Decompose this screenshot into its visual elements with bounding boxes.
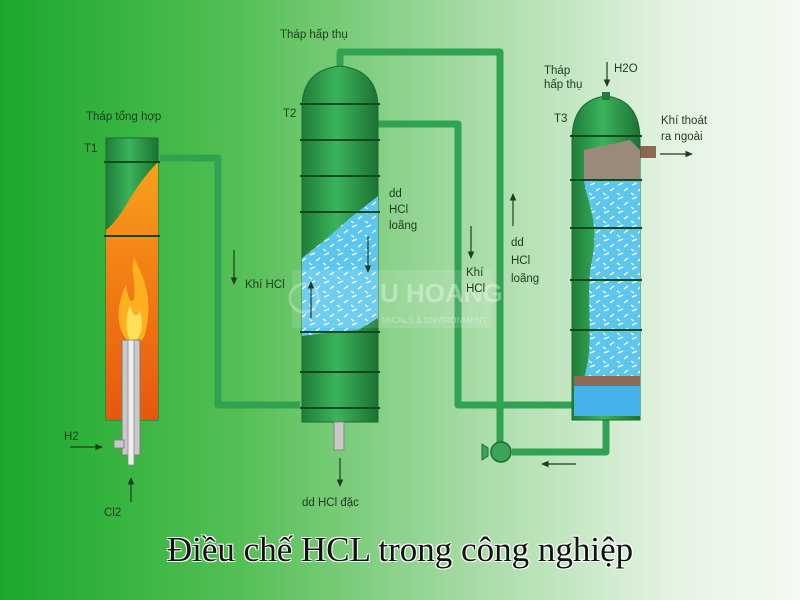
t2-liquid <box>302 196 378 336</box>
hcl-gas-left-label: Khí HCl <box>245 279 285 291</box>
dilute-t2-label-line2: HCl <box>389 204 408 216</box>
pipe-t1-to-t2 <box>160 154 300 409</box>
absorption-tower-label: Tháp hấp thụ <box>280 29 348 41</box>
pipe-t3-bottom-return <box>512 418 610 456</box>
pipe-t2-top-to-t3 <box>336 48 572 409</box>
t2-label: T2 <box>283 108 296 120</box>
dilute-t2-label-line3: loãng <box>389 220 417 232</box>
t3-tower-label-line2: hấp thụ <box>544 79 582 91</box>
t3-label: T3 <box>554 113 567 125</box>
t1-label: T1 <box>84 143 97 155</box>
hcl-gas-right-label-line2: HCl <box>466 283 485 295</box>
dilute-pipe-label-line1: dd <box>511 237 524 249</box>
cl2-label: Cl2 <box>104 507 121 519</box>
tower-t1 <box>104 137 160 466</box>
pump-icon <box>481 441 512 463</box>
flow-arrows <box>70 62 693 502</box>
pipe-t3-exhaust <box>636 146 656 158</box>
watermark-logo: U HOANG MICALS & ENVIRONMENT <box>288 270 503 328</box>
h2-label: H2 <box>64 431 79 443</box>
synthesis-tower-label: Tháp tổng hợp <box>86 111 161 123</box>
t3-packing-top <box>584 140 640 180</box>
flame-chamber <box>106 162 158 420</box>
exhaust-label-line1: Khí thoát <box>661 115 708 127</box>
exhaust-label-line2: ra ngoài <box>661 131 703 143</box>
hcl-gas-right-label-line1: Khí <box>466 267 484 279</box>
flame-icon <box>118 258 149 345</box>
dilute-pipe-label-line2: HCl <box>511 255 530 267</box>
concentrated-hcl-label: dd HCl đặc <box>302 497 359 509</box>
t3-tower-label-line1: Tháp <box>544 65 570 77</box>
tower-t2 <box>300 65 380 451</box>
pipe-t2-side-to-pump <box>378 120 504 450</box>
watermark-name: U HOANG <box>380 278 503 308</box>
dilute-pipe-label-line3: loãng <box>511 273 539 285</box>
page-title: Điều chế HCL trong công nghiệp <box>166 530 634 569</box>
watermark-subtitle: MICALS & ENVIRONMENT <box>382 315 487 325</box>
tower-t3 <box>570 92 642 421</box>
water-label: H2O <box>614 63 638 75</box>
dilute-t2-label-line1: dd <box>389 188 402 200</box>
